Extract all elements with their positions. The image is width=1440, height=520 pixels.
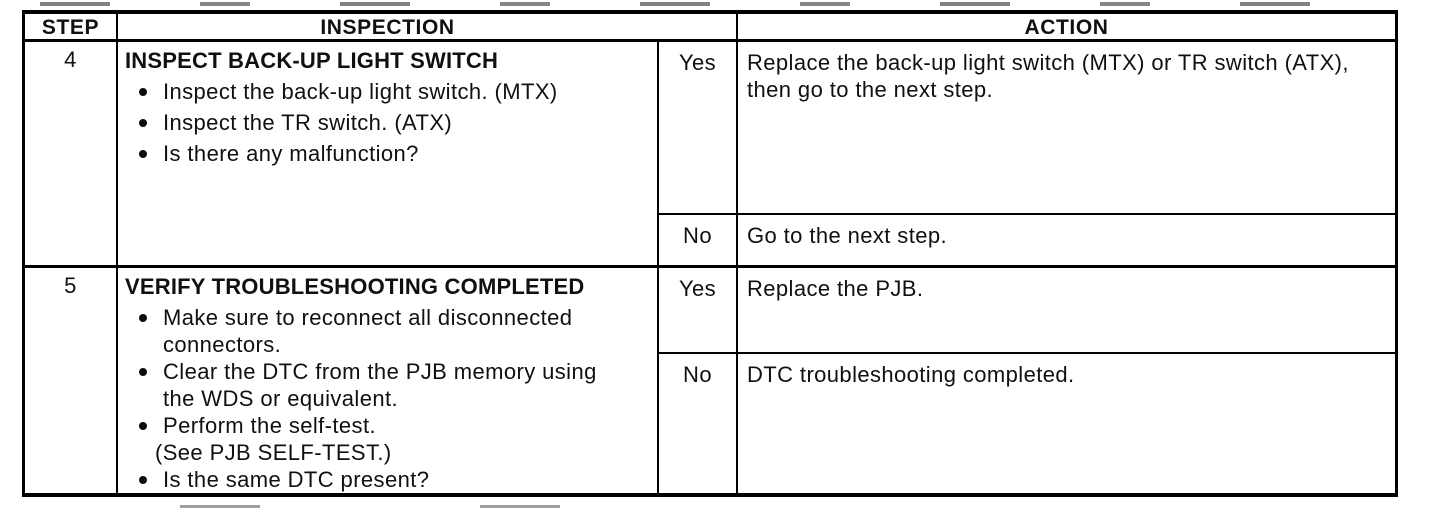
bullet-icon bbox=[139, 88, 147, 96]
inspection-cell: VERIFY TROUBLESHOOTING COMPLETED Make su… bbox=[118, 268, 659, 493]
table-header-row: STEP INSPECTION ACTION bbox=[25, 14, 1395, 42]
inspection-bullet-list: Inspect the back-up light switch. (MTX) … bbox=[118, 78, 657, 167]
list-item: Inspect the TR switch. (ATX) bbox=[118, 109, 613, 136]
table-row-step-4: 4 INSPECT BACK-UP LIGHT SWITCH Inspect t… bbox=[25, 42, 1395, 268]
bullet-text: Make sure to reconnect all disconnected … bbox=[163, 305, 573, 357]
header-action: ACTION bbox=[1024, 16, 1109, 39]
bullet-text: Is the same DTC present? bbox=[163, 467, 430, 492]
bullet-text: Is there any malfunction? bbox=[163, 141, 419, 166]
branch-yes: Yes Replace the PJB. bbox=[659, 268, 1395, 352]
action-text: DTC troubleshooting completed. bbox=[747, 362, 1075, 387]
bullet-text: (See PJB SELF-TEST.) bbox=[155, 440, 392, 465]
inspection-title: VERIFY TROUBLESHOOTING COMPLETED bbox=[125, 274, 585, 299]
list-item: Clear the DTC from the PJB memory using … bbox=[118, 358, 613, 412]
bullet-text: Inspect the back-up light switch. (MTX) bbox=[163, 79, 558, 104]
branch-yes: Yes Replace the back-up light switch (MT… bbox=[659, 42, 1395, 213]
answer-label: No bbox=[659, 215, 738, 265]
branch-no: No DTC troubleshooting completed. bbox=[659, 352, 1395, 493]
bullet-icon bbox=[139, 476, 147, 484]
header-inspection: INSPECTION bbox=[118, 14, 738, 39]
step-number: 5 bbox=[25, 268, 118, 493]
action-text: Replace the back-up light switch (MTX) o… bbox=[747, 50, 1349, 102]
inspection-title: INSPECT BACK-UP LIGHT SWITCH bbox=[125, 48, 499, 73]
action-text: Replace the PJB. bbox=[747, 276, 924, 301]
inspection-cell: INSPECT BACK-UP LIGHT SWITCH Inspect the… bbox=[118, 42, 659, 265]
answer-label: Yes bbox=[659, 268, 738, 352]
list-item: Make sure to reconnect all disconnected … bbox=[118, 304, 613, 358]
branch-cells: Yes Replace the PJB. No DTC troubleshoot… bbox=[659, 268, 1395, 493]
bullet-icon bbox=[139, 150, 147, 158]
bullet-text: Inspect the TR switch. (ATX) bbox=[163, 110, 453, 135]
step-number: 4 bbox=[25, 42, 118, 265]
action-cell: Go to the next step. bbox=[738, 215, 1395, 265]
bullet-icon bbox=[139, 368, 147, 376]
action-text: Go to the next step. bbox=[747, 223, 948, 248]
list-item: Is the same DTC present? bbox=[118, 466, 613, 493]
bullet-icon bbox=[139, 422, 147, 430]
troubleshooting-table: STEP INSPECTION ACTION 4 INSPECT BACK-UP… bbox=[22, 10, 1398, 497]
bullet-text: Clear the DTC from the PJB memory using … bbox=[163, 359, 597, 411]
answer-label: Yes bbox=[659, 42, 738, 213]
table-row-step-5: 5 VERIFY TROUBLESHOOTING COMPLETED Make … bbox=[25, 268, 1395, 493]
answer-label: No bbox=[659, 354, 738, 493]
bullet-icon bbox=[139, 119, 147, 127]
header-step: STEP bbox=[25, 14, 118, 39]
list-item: Is there any malfunction? bbox=[118, 140, 613, 167]
action-cell: DTC troubleshooting completed. bbox=[738, 354, 1395, 493]
list-item: Inspect the back-up light switch. (MTX) bbox=[118, 78, 613, 105]
bullet-icon bbox=[139, 314, 147, 322]
inspection-bullet-list: Make sure to reconnect all disconnected … bbox=[118, 304, 657, 493]
action-cell: Replace the PJB. bbox=[738, 268, 1395, 352]
scan-artifact-top bbox=[40, 2, 1380, 6]
list-item: Perform the self-test. bbox=[118, 412, 613, 439]
bullet-text: Perform the self-test. bbox=[163, 413, 376, 438]
scan-artifact-bottom bbox=[180, 505, 630, 508]
list-item-continuation: (See PJB SELF-TEST.) bbox=[118, 439, 613, 466]
action-cell: Replace the back-up light switch (MTX) o… bbox=[738, 42, 1395, 213]
branch-cells: Yes Replace the back-up light switch (MT… bbox=[659, 42, 1395, 265]
branch-no: No Go to the next step. bbox=[659, 213, 1395, 265]
